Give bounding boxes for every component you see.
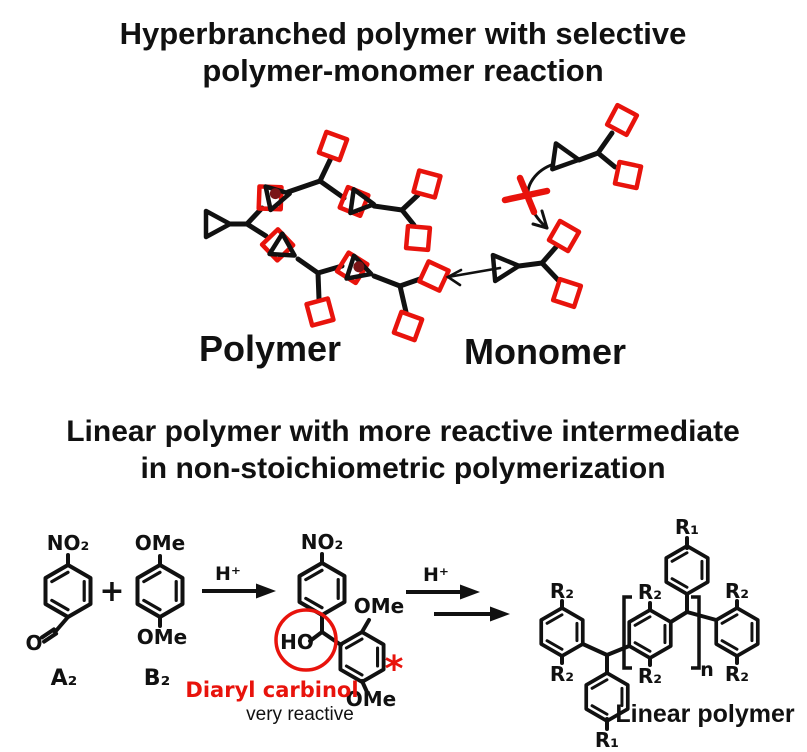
benzene-ring xyxy=(43,563,93,619)
b-group-square xyxy=(414,171,441,198)
focal-a-group-triangle xyxy=(203,208,233,240)
intermediate-ome-top-label: OMe xyxy=(354,594,404,618)
benzene-ring xyxy=(135,563,185,619)
product-name-label: Linear polymer xyxy=(615,700,794,728)
intermediate-ome-bottom-label: OMe xyxy=(346,687,396,711)
benzene-ring xyxy=(297,561,347,617)
step1-arrow: H⁺ xyxy=(202,563,276,599)
r2-label: R₂ xyxy=(725,662,749,686)
r2-label: R₂ xyxy=(550,579,574,603)
benzene-ring xyxy=(714,606,760,658)
intermediate-bonds xyxy=(308,552,371,694)
a-group-triangle xyxy=(493,253,520,281)
reaction-scheme: NO₂ O A₂ + OMe OMe B₂ H⁺ xyxy=(25,515,794,752)
intermediate-structure: NO₂ HO OMe OMe * Diaryl carbinol very re… xyxy=(185,530,404,725)
a2-name-label: A₂ xyxy=(51,666,78,691)
reagent-a2: NO₂ O A₂ xyxy=(25,531,93,691)
linear-polymer-structure: R₂ R₂ R₂ R₂ R₂ R₂ R₁ R₁ n Linear polymer xyxy=(539,515,795,752)
r2-label: R₂ xyxy=(550,662,574,686)
repeat-brackets xyxy=(622,595,701,670)
step2-condition-label: H⁺ xyxy=(423,564,449,586)
r1-label: R₁ xyxy=(675,515,699,539)
repeat-subscript: n xyxy=(700,659,714,681)
r2-label: R₂ xyxy=(638,580,662,604)
b-group-square xyxy=(553,279,581,307)
a2-bonds xyxy=(39,553,70,644)
a2-nitro-label: NO₂ xyxy=(47,531,90,555)
benzene-ring xyxy=(338,630,386,684)
top-title-line1: Hyperbranched polymer with selective xyxy=(120,16,687,51)
step2-arrows: H⁺ xyxy=(406,564,510,622)
plus-sign: + xyxy=(99,574,124,609)
reaction-dot xyxy=(269,188,281,200)
reacted-unit xyxy=(259,227,297,267)
b-group-square xyxy=(419,261,448,290)
b-group-square xyxy=(319,132,347,160)
reagent-b2: OMe OMe B₂ xyxy=(135,531,187,691)
r2-label: R₂ xyxy=(725,579,749,603)
r2-label: R₂ xyxy=(638,664,662,688)
red-cross-icon xyxy=(501,174,551,216)
b2-ome-bottom-label: OMe xyxy=(137,625,187,649)
hyperbranched-polymer-diagram: Polymer xyxy=(199,132,449,369)
bottom-title-line1: Linear polymer with more reactive interm… xyxy=(66,415,740,448)
polymer-monomer-arrow xyxy=(445,266,502,287)
reacted-unit xyxy=(339,186,377,217)
b-group-square xyxy=(406,226,430,250)
intermediate-note-label: very reactive xyxy=(246,704,354,725)
intermediate-nitro-label: NO₂ xyxy=(301,530,344,554)
monomer1-bonds xyxy=(576,130,618,170)
top-title-line2: polymer-monomer reaction xyxy=(202,53,603,88)
b-group-square xyxy=(615,162,641,188)
step1-condition-label: H⁺ xyxy=(215,563,241,585)
benzene-ring xyxy=(627,608,673,660)
monomer-label: Monomer xyxy=(464,331,626,372)
benzene-ring xyxy=(664,544,710,596)
polymer-bonds xyxy=(226,155,423,315)
monomer2-bonds xyxy=(516,244,562,284)
b-group-square xyxy=(394,312,422,340)
b2-name-label: B₂ xyxy=(144,666,170,691)
reaction-dot xyxy=(353,261,365,273)
a2-oxygen-label: O xyxy=(25,631,42,655)
carbinol-highlight-circle xyxy=(274,608,338,672)
intermediate-hydroxyl-label: HO xyxy=(280,630,314,654)
forbidden-arrowhead xyxy=(531,209,549,230)
b2-ome-top-label: OMe xyxy=(135,531,185,555)
reacted-unit-with-dot xyxy=(335,251,374,287)
polymer-label: Polymer xyxy=(199,328,341,369)
bottom-title-line2: in non-stoichiometric polymerization xyxy=(140,452,665,485)
reactive-site-asterisk: * xyxy=(385,649,404,690)
benzene-ring xyxy=(539,606,585,658)
reacted-unit-with-dot xyxy=(254,181,292,213)
b-group-square xyxy=(607,105,637,135)
b-group-square xyxy=(307,299,334,326)
monomer-diagram: Monomer xyxy=(445,105,641,372)
a-group-triangle xyxy=(552,143,580,172)
r1-label: R₁ xyxy=(595,728,619,752)
intermediate-name-label: Diaryl carbinol xyxy=(185,678,358,702)
